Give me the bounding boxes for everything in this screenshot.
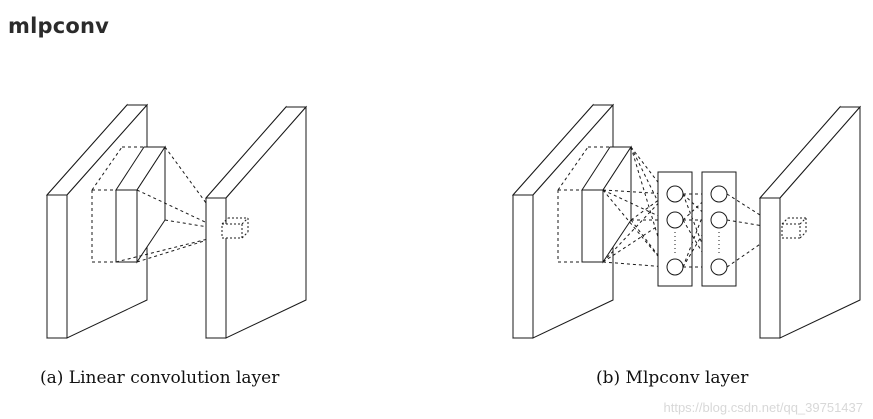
caption-linear-convolution: (a) Linear convolution layer: [40, 368, 280, 388]
mlp-output-unit: [781, 217, 807, 239]
output-unit: [221, 217, 249, 239]
input-receptive-field: [91, 146, 160, 263]
mlp-receptive-field: [557, 146, 626, 263]
watermark: https://blog.csdn.net/qq_39751437: [663, 400, 864, 415]
input-feature-map: [45, 103, 149, 339]
mlp-output-feature-map: [758, 105, 862, 339]
mlp-hidden-layer-2: [701, 171, 737, 287]
mlpconv-diagram: [511, 103, 862, 339]
mlp-input-feature-map: [511, 103, 615, 339]
caption-mlpconv: (b) Mlpconv layer: [596, 368, 749, 388]
section-heading: mlpconv: [8, 14, 110, 38]
linear-convolution-diagram: [45, 103, 308, 339]
output-feature-map: [204, 105, 308, 339]
mlp-hidden-layer-1: [657, 171, 693, 287]
